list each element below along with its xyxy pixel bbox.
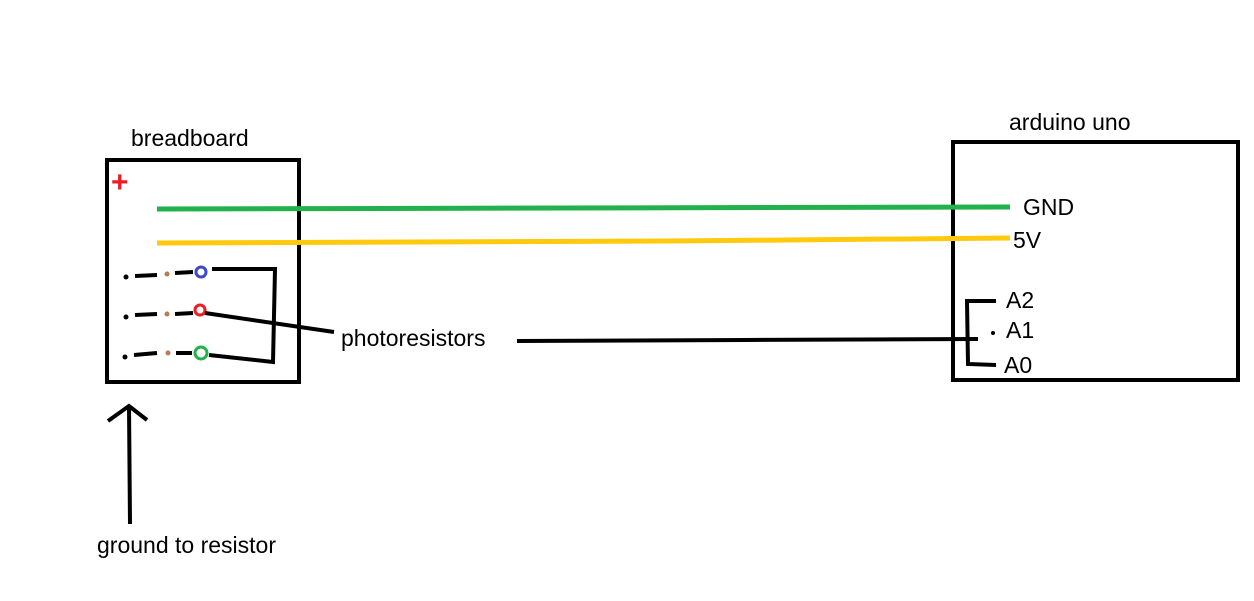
breadboard-box <box>105 158 301 384</box>
resistor-dot <box>165 350 171 356</box>
lead-wire <box>134 312 158 317</box>
photoresistor-pointer-line <box>204 311 335 334</box>
photoresistor-row-2 <box>123 303 207 320</box>
gnd-label: GND <box>1023 194 1074 220</box>
ground-to-resistor-label: ground to resistor <box>97 532 276 558</box>
photoresistor-bracket <box>208 267 278 365</box>
5v-label: 5V <box>1013 227 1042 253</box>
plus-sign: + <box>111 166 129 199</box>
gnd-wire <box>156 204 1011 212</box>
analog-pin-bracket <box>964 299 997 367</box>
5v-wire <box>156 235 1011 246</box>
resistor-dot <box>164 271 170 277</box>
arduino-box <box>951 140 1240 382</box>
lead-wire <box>133 351 158 357</box>
a1-label: A1 <box>1006 317 1034 343</box>
lead-wire <box>174 311 194 316</box>
photoresistor-green <box>193 345 209 361</box>
wire-end-dot <box>123 274 129 280</box>
photoresistor-blue <box>194 265 208 279</box>
photoresistor-row-3 <box>122 345 209 361</box>
lead-wire <box>174 270 194 275</box>
lead-wire <box>134 273 158 278</box>
a2-label: A2 <box>1006 287 1034 313</box>
ground-arrow <box>106 403 149 525</box>
wire-end-dot <box>122 354 128 360</box>
photoresistor-red <box>193 303 207 317</box>
a0-label: A0 <box>1004 352 1032 378</box>
wire-end-dot <box>123 314 129 320</box>
resistor-dot <box>164 311 170 317</box>
arduino-label: arduino uno <box>1009 109 1131 135</box>
a1-pin-dot <box>991 331 995 335</box>
breadboard-label: breadboard <box>131 125 249 151</box>
signal-wire <box>516 337 979 343</box>
photoresistors-label: photoresistors <box>341 325 485 351</box>
photoresistor-row-1 <box>123 265 208 280</box>
